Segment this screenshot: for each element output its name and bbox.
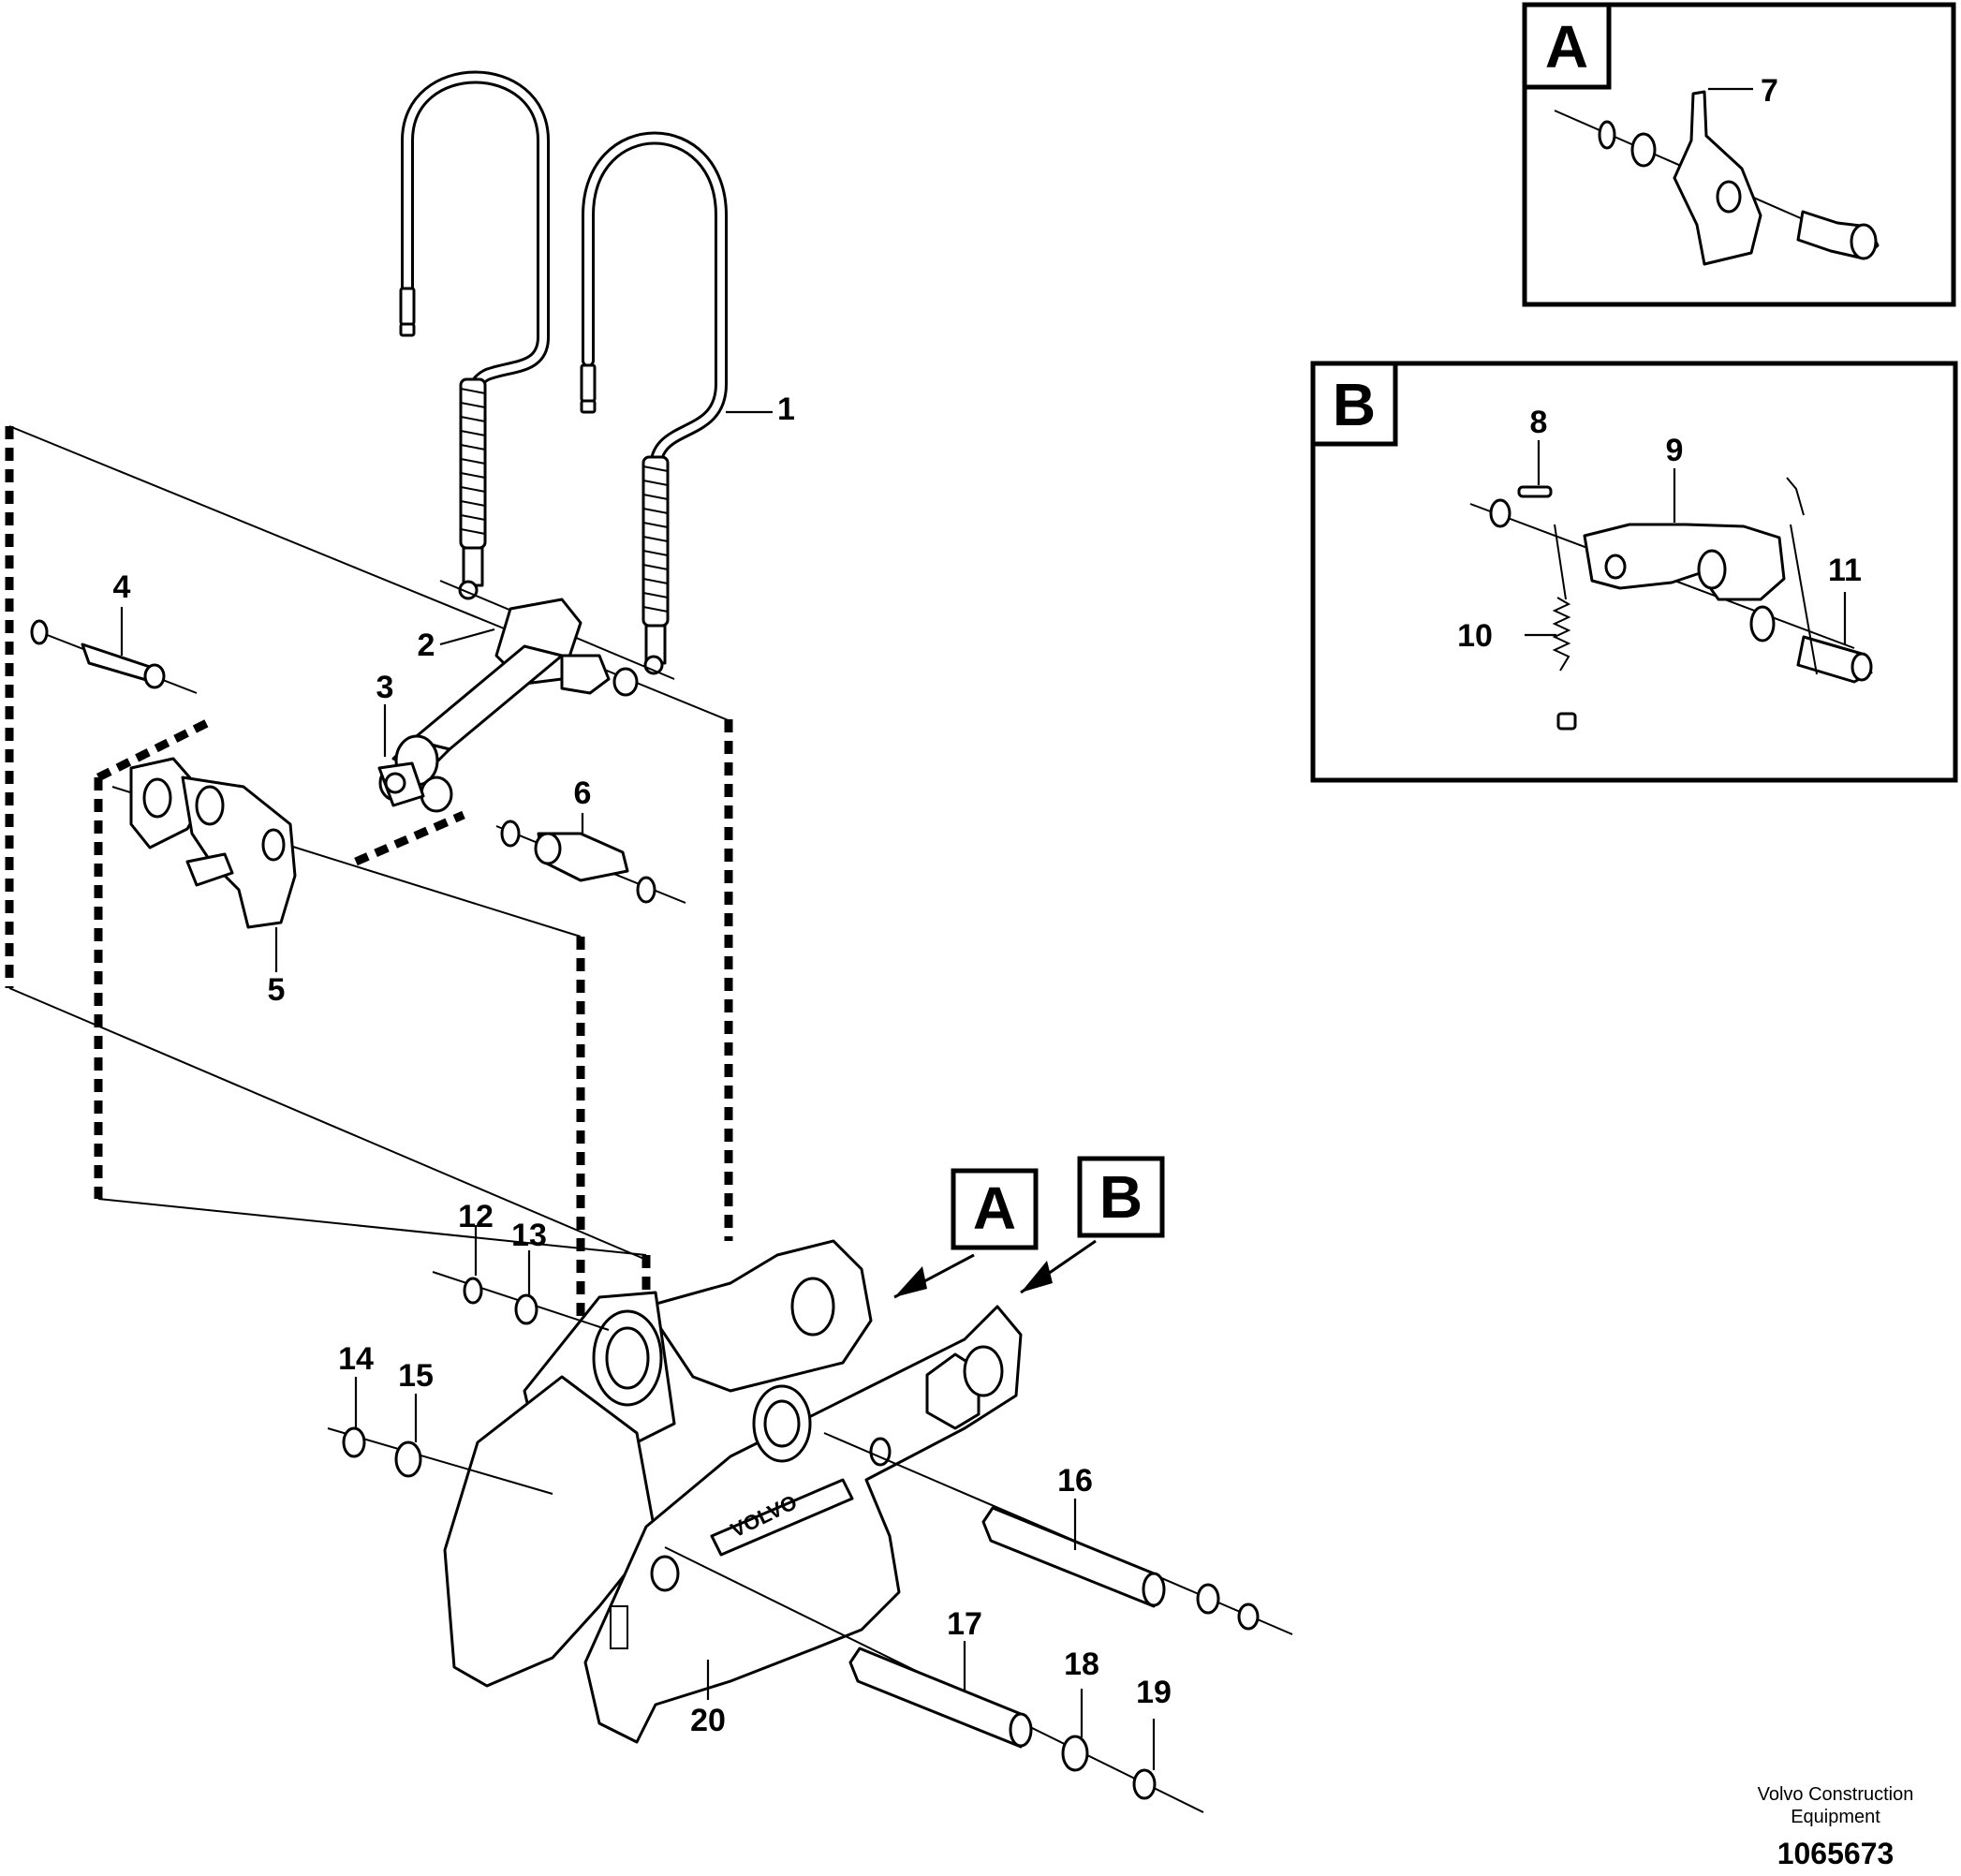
callout-14: 14 bbox=[338, 1341, 374, 1377]
callout-9: 9 bbox=[1666, 433, 1684, 468]
hose-guard-left bbox=[459, 377, 487, 550]
detail-box-b: B 8 9 10 11 bbox=[1310, 361, 1958, 783]
hydraulic-hoses bbox=[399, 70, 728, 675]
detail-a-latch-part bbox=[1554, 90, 1880, 266]
pin-part-17 bbox=[664, 1546, 1204, 1813]
callout-1: 1 bbox=[777, 391, 795, 427]
hook-part-5 bbox=[111, 757, 297, 929]
rings-12-13 bbox=[432, 1271, 610, 1331]
callout-17: 17 bbox=[947, 1606, 982, 1642]
detail-box-a-letter: A bbox=[1545, 13, 1588, 81]
callout-12: 12 bbox=[458, 1199, 494, 1234]
view-flag-a-letter: A bbox=[973, 1174, 1016, 1242]
hose-guard-right bbox=[641, 455, 670, 628]
view-flag-a: A bbox=[893, 1168, 1039, 1299]
callout-2: 2 bbox=[418, 628, 435, 663]
brand-line-2: Equipment bbox=[1791, 1807, 1880, 1827]
detail-box-b-letter: B bbox=[1333, 371, 1376, 438]
callout-8: 8 bbox=[1530, 405, 1548, 440]
callout-7: 7 bbox=[1761, 73, 1778, 109]
detail-box-a: A 7 bbox=[1522, 2, 1956, 307]
pin-part-6 bbox=[495, 820, 686, 904]
callout-5: 5 bbox=[268, 972, 286, 1008]
callout-10: 10 bbox=[1457, 618, 1493, 654]
drawing-number: 1065673 bbox=[1777, 1837, 1895, 1870]
callout-18: 18 bbox=[1064, 1647, 1099, 1682]
brand-line-1: Volvo Construction bbox=[1758, 1784, 1914, 1805]
view-flag-b: B bbox=[1020, 1156, 1165, 1294]
callout-13: 13 bbox=[511, 1218, 547, 1253]
callout-6: 6 bbox=[574, 776, 592, 811]
callout-15: 15 bbox=[398, 1358, 434, 1394]
pin-part-4 bbox=[30, 619, 198, 694]
callout-3: 3 bbox=[376, 670, 394, 705]
callout-19: 19 bbox=[1136, 1675, 1172, 1710]
callout-11: 11 bbox=[1828, 553, 1862, 588]
callout-4: 4 bbox=[113, 569, 131, 605]
pin-part-16 bbox=[823, 1432, 1293, 1635]
quick-coupler-body: VOLVO bbox=[443, 1239, 1023, 1744]
detail-b-latch-part bbox=[1469, 477, 1873, 731]
rings-14-15 bbox=[327, 1426, 553, 1495]
view-flag-b-letter: B bbox=[1099, 1163, 1143, 1231]
hydraulic-cylinder bbox=[377, 580, 675, 813]
callout-20: 20 bbox=[690, 1703, 726, 1738]
callout-16: 16 bbox=[1057, 1463, 1093, 1499]
